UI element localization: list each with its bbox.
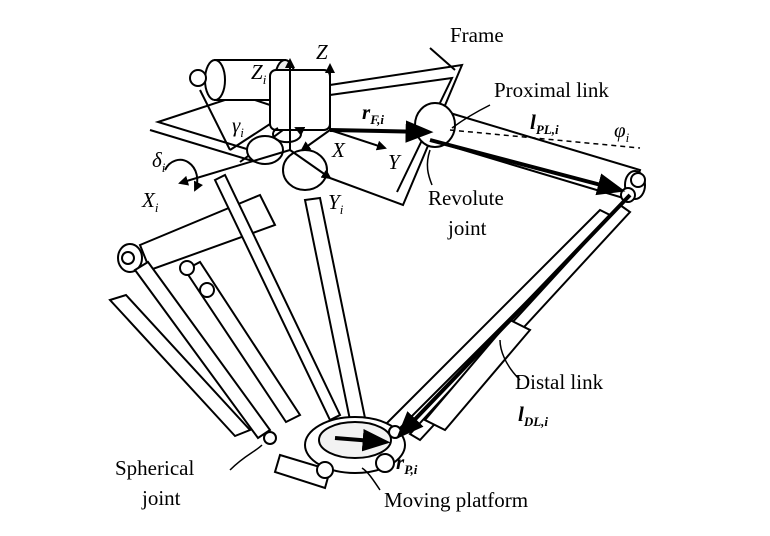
- upper-cylinder: [189, 59, 331, 151]
- axis-zi-label: Zi: [251, 60, 267, 88]
- distal-link-label: Distal link: [515, 370, 604, 394]
- axis-x-label: X: [332, 138, 345, 162]
- leader-lines: [229, 104, 521, 491]
- phi-reference-line: [449, 129, 641, 149]
- revolute-joint-label-1: Revolute: [428, 186, 504, 210]
- base-hub: [246, 135, 328, 191]
- axis-z-label: Z: [316, 40, 328, 64]
- delta-symbol: δi: [152, 148, 166, 176]
- l-dl-vector-label: lDL,i: [518, 402, 549, 430]
- phi-symbol: φi: [614, 118, 630, 146]
- spherical-joints: [121, 172, 646, 445]
- gamma-symbol: γi: [232, 113, 244, 141]
- axis-y-label: Y: [388, 150, 400, 174]
- spherical-joint-label-2: joint: [142, 486, 181, 510]
- r-f-vector-label: rF,i: [362, 100, 385, 128]
- proximal-link-label: Proximal link: [494, 78, 609, 102]
- r-p-vector-label: rP,i: [396, 450, 418, 478]
- axis-yi-label: Yi: [328, 190, 344, 218]
- moving-platform-label: Moving platform: [384, 488, 529, 512]
- frame-label: Frame: [450, 23, 504, 47]
- vector-arrows: [329, 120, 632, 452]
- axis-xi-label: Xi: [142, 188, 159, 216]
- revolute-joint-label-2: joint: [448, 216, 487, 240]
- spherical-joint-label-1: Spherical: [115, 456, 195, 480]
- distal-links: [108, 173, 632, 442]
- frame-axes: [164, 58, 387, 192]
- moving-platform: [273, 416, 406, 490]
- l-pl-vector-label: lPL,i: [530, 110, 559, 138]
